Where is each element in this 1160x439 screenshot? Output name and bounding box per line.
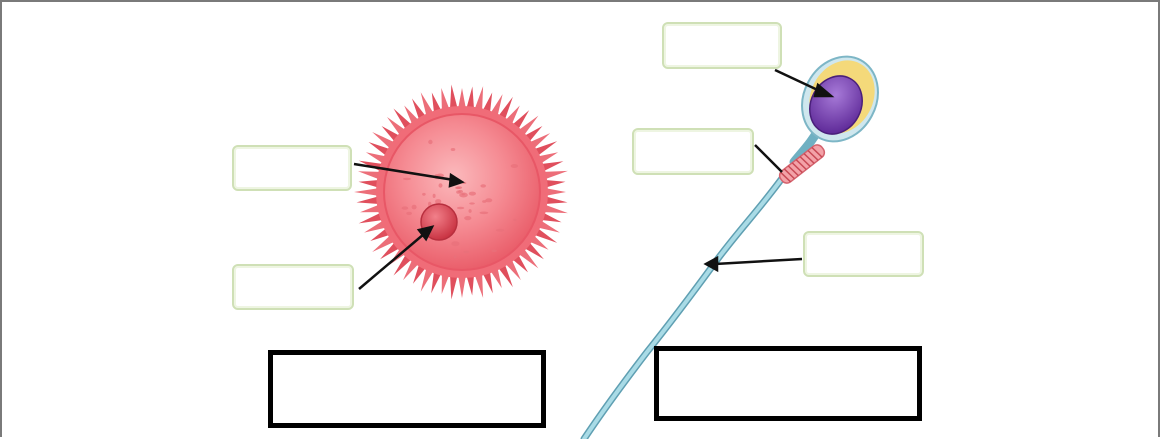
egg-granule xyxy=(469,209,472,213)
egg-granule xyxy=(455,187,460,189)
egg-spike xyxy=(357,197,379,205)
egg-label-box-2[interactable] xyxy=(232,264,354,310)
egg-spike xyxy=(458,88,466,108)
egg-label-box-1[interactable] xyxy=(232,145,352,191)
egg-granule xyxy=(462,193,465,195)
egg-answer-box[interactable] xyxy=(268,350,546,428)
egg-spike xyxy=(544,171,568,179)
egg-granule xyxy=(457,207,464,209)
egg-spike xyxy=(450,275,458,299)
egg-spike xyxy=(441,88,449,110)
egg-granule xyxy=(412,205,417,210)
egg-spike xyxy=(358,171,380,179)
egg-granule xyxy=(433,194,436,198)
egg-spike xyxy=(458,276,466,298)
egg-granule xyxy=(469,202,475,204)
egg-granule xyxy=(464,216,471,220)
egg-granule xyxy=(480,184,486,187)
egg-spike xyxy=(359,180,379,188)
egg-spike xyxy=(450,85,458,109)
arrow-sperm-midpiece xyxy=(755,145,782,172)
egg-granule xyxy=(496,229,504,232)
sperm-label-box-3[interactable] xyxy=(803,231,924,277)
egg-granule xyxy=(456,190,461,193)
egg-granule xyxy=(403,178,411,180)
egg-granule xyxy=(511,164,518,168)
egg-granule xyxy=(454,255,457,258)
sperm-label-box-2[interactable] xyxy=(632,128,754,175)
egg-granule xyxy=(422,193,426,196)
egg-granule xyxy=(480,212,489,215)
egg-granule xyxy=(435,199,441,204)
egg-granule xyxy=(469,192,476,196)
egg-spike xyxy=(546,188,566,196)
egg-granule xyxy=(451,241,459,246)
sperm-answer-box[interactable] xyxy=(654,346,922,421)
arrow-sperm-tail xyxy=(715,259,802,264)
egg-spike xyxy=(545,197,567,205)
egg-granule xyxy=(451,148,456,151)
egg-spike xyxy=(354,188,378,196)
sperm-label-box-1[interactable] xyxy=(662,22,782,69)
egg-granule xyxy=(402,206,409,209)
egg-granule xyxy=(428,140,432,144)
egg-spike xyxy=(544,205,568,213)
egg-spike xyxy=(467,87,475,109)
egg-spike xyxy=(475,274,483,298)
egg-granule xyxy=(439,183,443,187)
egg-spike xyxy=(467,275,475,295)
egg-granule xyxy=(406,212,412,215)
egg-spike xyxy=(475,86,483,110)
egg-spike xyxy=(545,180,565,188)
egg-granule xyxy=(513,219,516,221)
egg-granule xyxy=(482,200,486,203)
egg-granule xyxy=(491,250,497,253)
egg-granule xyxy=(463,251,469,254)
